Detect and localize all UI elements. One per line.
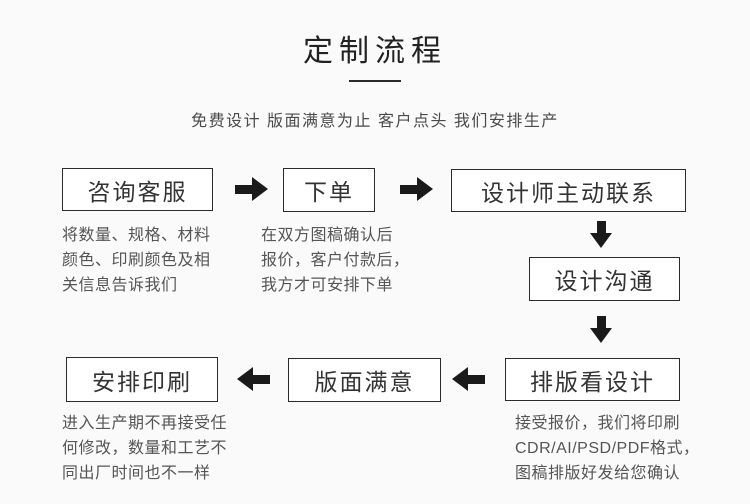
arrow-head: [590, 328, 612, 343]
arrow-head: [452, 367, 468, 391]
desc-place-order: 在双方图稿确认后 报价，客户付款后， 我方才可安排下单: [261, 227, 410, 294]
flow-box-consult-service: 咨询客服: [62, 168, 213, 211]
arrow-stem: [596, 221, 606, 233]
flow-box-layout-satisfied: 版面满意: [288, 358, 441, 402]
arrow-right-icon: [235, 177, 268, 201]
arrow-stem: [235, 184, 252, 194]
arrow-stem: [253, 374, 270, 384]
flow-box-review-design: 排版看设计: [505, 358, 680, 401]
arrow-head: [417, 177, 433, 201]
desc-review-design: 接受报价，我们将印刷 CDR/AI/PSD/PDF格式， 图稿排版好发给您确认: [515, 415, 700, 482]
desc-consult-service: 将数量、规格、材料 颜色、印刷颜色及相 关信息告诉我们: [62, 227, 211, 294]
arrow-right-icon: [400, 177, 433, 201]
desc-arrange-printing: 进入生产期不再接受任 何修改，数量和工艺不 同出厂时间也不一样: [62, 415, 228, 482]
arrow-head: [237, 367, 253, 391]
arrow-head: [252, 177, 268, 201]
arrow-stem: [596, 316, 606, 328]
arrow-stem: [400, 184, 417, 194]
arrow-head: [590, 233, 612, 248]
arrow-down-icon: [590, 316, 612, 343]
arrow-left-icon: [452, 367, 485, 391]
flow-box-arrange-printing: 安排印刷: [66, 357, 218, 402]
flow-box-designer-contact: 设计师主动联系: [451, 169, 686, 212]
flow-box-place-order: 下单: [283, 168, 375, 212]
title-underline: [349, 80, 401, 82]
page-title: 定制流程: [303, 35, 447, 68]
page-subtitle: 免费设计 版面满意为止 客户点头 我们安排生产: [191, 113, 559, 130]
arrow-stem: [468, 374, 485, 384]
arrow-down-icon: [590, 221, 612, 248]
flow-box-design-communication: 设计沟通: [529, 257, 680, 301]
arrow-left-icon: [237, 367, 270, 391]
